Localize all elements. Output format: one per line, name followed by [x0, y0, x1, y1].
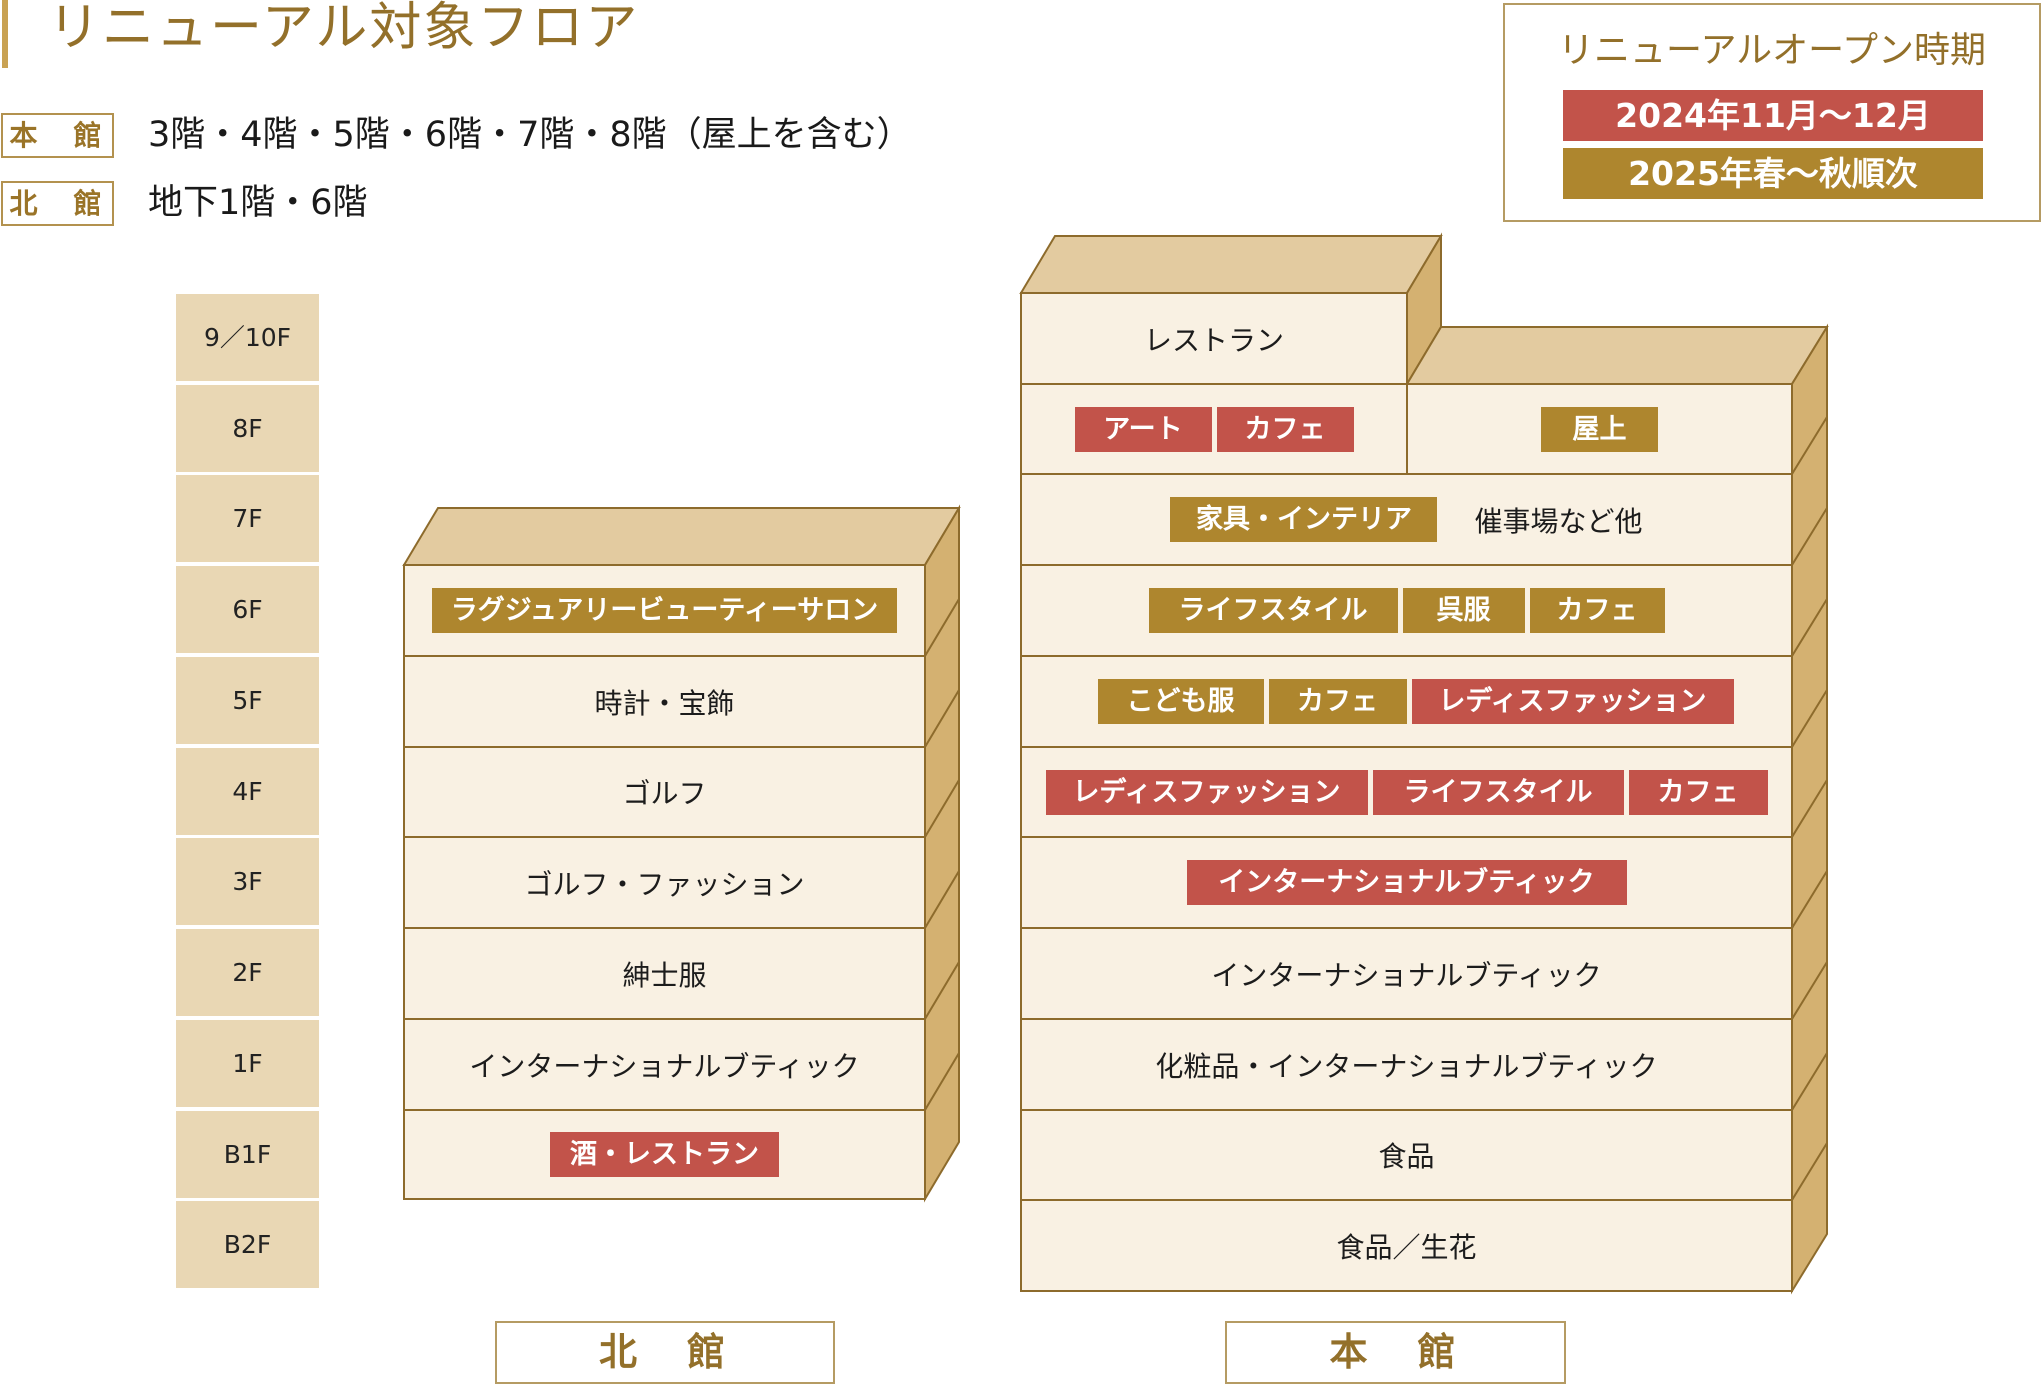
- north-floor-1f: インターナショナルブティック: [404, 1019, 925, 1110]
- tenant-chip: ライフスタイル: [1148, 588, 1398, 633]
- main-floor-9-10f: レストラン: [1021, 293, 1407, 384]
- tenant-text: 紳士服: [622, 958, 707, 992]
- main-building-tower-roof: [1019, 235, 1443, 294]
- tenant-text: インターナショナルブティック: [469, 1049, 860, 1083]
- page-title: リニューアル対象フロア: [48, 0, 640, 58]
- tenant-chip: カフェ: [1216, 406, 1354, 452]
- tenant-chip: 酒・レストラン: [550, 1132, 779, 1177]
- floor-label-2f: 2F: [176, 929, 319, 1016]
- open-period-legend: リニューアルオープン時期 2024年11月〜12月 2025年春〜秋順次: [1503, 3, 2041, 222]
- main-floor-8f-rooftop: 屋上: [1407, 384, 1792, 474]
- floor-label-5f: 5F: [176, 657, 319, 744]
- main-building-rooftop: [1405, 326, 1829, 385]
- tenant-text: 化粧品・インターナショナルブティック: [1155, 1049, 1658, 1083]
- tenant-text: 催事場など他: [1474, 504, 1643, 538]
- floor-label-4f: 4F: [176, 748, 319, 835]
- period-2024-badge: 2024年11月〜12月: [1563, 90, 1983, 141]
- north-building-tag: 北 館: [1, 181, 114, 226]
- tenant-text: 食品: [1378, 1140, 1435, 1173]
- floor-label-b2f: B2F: [176, 1201, 319, 1288]
- tenant-text: ゴルフ・ファッション: [524, 867, 805, 901]
- tenant-text: インターナショナルブティック: [1211, 958, 1602, 992]
- main-floor-5f: こども服 カフェ レディスファッション: [1021, 656, 1792, 747]
- title-accent-bar: [2, 0, 8, 68]
- floor-label-9-10f: 9／10F: [176, 294, 319, 381]
- north-floor-4f: ゴルフ: [404, 747, 925, 837]
- main-building-tower-front: [1020, 292, 1408, 385]
- floor-label-6f: 6F: [176, 566, 319, 653]
- period-2025-badge: 2025年春〜秋順次: [1563, 148, 1983, 199]
- open-period-title: リニューアルオープン時期: [1557, 30, 1987, 71]
- main-floor-2f: インターナショナルブティック: [1021, 928, 1792, 1019]
- floor-label-8f: 8F: [176, 385, 319, 472]
- main-floor-6f: ライフスタイル 呉服 カフェ: [1021, 565, 1792, 656]
- tenant-chip: こども服: [1097, 679, 1264, 724]
- floor-label-7f: 7F: [176, 475, 319, 562]
- tenant-chip: レディスファッション: [1045, 769, 1368, 815]
- tenant-chip: ライフスタイル: [1372, 769, 1624, 815]
- north-floor-6f: ラグジュアリービューティーサロン: [404, 565, 925, 656]
- floor-label-b1f: B1F: [176, 1111, 319, 1198]
- main-building-name: 本 館: [1225, 1321, 1566, 1384]
- north-building-shape: [402, 504, 961, 1203]
- main-floor-4f: レディスファッション ライフスタイル カフェ: [1021, 747, 1792, 837]
- main-floor-7f: 家具・インテリア 催事場など他: [1021, 474, 1792, 565]
- floor-label-3f: 3F: [176, 838, 319, 925]
- tenant-chip: レディスファッション: [1411, 679, 1734, 724]
- north-building-side: [924, 504, 960, 1203]
- main-building-floors-text: 3階・4階・5階・6階・7階・8階（屋上を含む）: [148, 115, 912, 155]
- main-floor-b1f: 食品: [1021, 1110, 1792, 1200]
- north-floor-5f: 時計・宝飾: [404, 656, 925, 747]
- north-building-front: [403, 564, 926, 1200]
- main-building-tag: 本 館: [1, 113, 114, 158]
- north-building-roof: [402, 507, 961, 566]
- north-building-floors-text: 地下1階・6階: [148, 183, 368, 223]
- tenant-text: ゴルフ: [622, 777, 707, 810]
- tenant-chip: アート: [1074, 406, 1212, 452]
- tenant-text: レストラン: [1143, 323, 1284, 357]
- north-floor-3f: ゴルフ・ファッション: [404, 837, 925, 928]
- main-floor-8f-left: アート カフェ: [1021, 384, 1407, 474]
- north-building-name: 北 館: [495, 1321, 835, 1384]
- north-floor-2f: 紳士服: [404, 928, 925, 1019]
- tenant-chip: 家具・インテリア: [1170, 497, 1438, 542]
- tenant-chip: 屋上: [1541, 406, 1658, 452]
- tenant-chip: ラグジュアリービューティーサロン: [432, 588, 897, 633]
- main-floor-1f: 化粧品・インターナショナルブティック: [1021, 1019, 1792, 1110]
- tenant-chip: カフェ: [1529, 588, 1665, 633]
- tenant-chip: カフェ: [1628, 769, 1768, 815]
- tenant-chip: 呉服: [1402, 588, 1525, 633]
- tenant-text: 食品／生花: [1336, 1230, 1477, 1264]
- north-floor-b1f: 酒・レストラン: [404, 1110, 925, 1199]
- tenant-text: 時計・宝飾: [594, 686, 735, 720]
- main-floor-b2f: 食品／生花: [1021, 1200, 1792, 1291]
- main-floor-3f: インターナショナルブティック: [1021, 837, 1792, 928]
- tenant-chip: カフェ: [1268, 679, 1407, 724]
- floor-label-1f: 1F: [176, 1020, 319, 1107]
- tenant-chip: インターナショナルブティック: [1186, 860, 1627, 905]
